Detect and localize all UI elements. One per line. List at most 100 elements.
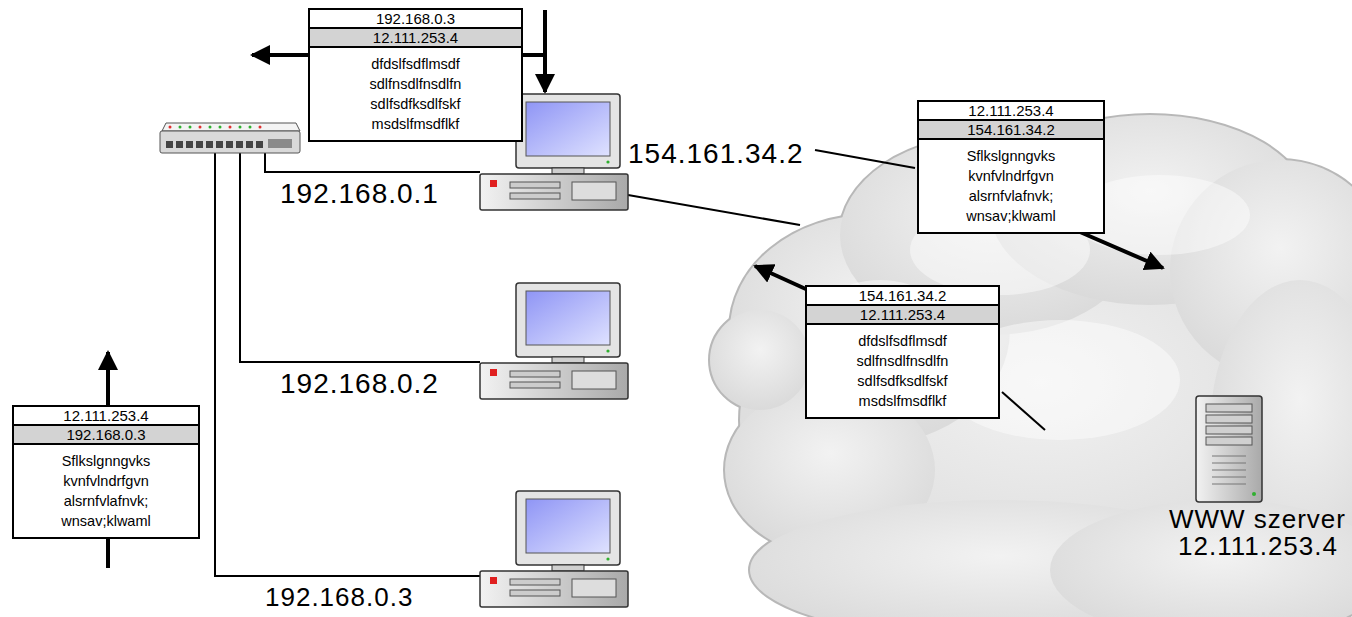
drawing-part (160, 131, 300, 153)
drawing-part (1212, 470, 1246, 471)
destination-address: 192.168.0.3 (310, 10, 521, 29)
drawing-part (226, 141, 233, 148)
computer (480, 491, 628, 607)
drawing-part (510, 182, 560, 188)
drawing-part (1196, 396, 1262, 502)
drawing-part (1002, 392, 1045, 430)
packet-arrows (108, 10, 1163, 568)
drawing-part (206, 141, 213, 148)
drawing-part (480, 571, 628, 607)
packet-box: 12.111.253.4192.168.0.3Sflkslgnngvks kvn… (12, 405, 200, 539)
drawing-part (1206, 404, 1252, 412)
source-address: 192.168.0.3 (14, 426, 198, 445)
drawing-part (176, 141, 183, 148)
drawing-part (1212, 484, 1246, 485)
drawing-part (1212, 477, 1246, 478)
ip-address: 154.161.34.2 (628, 140, 804, 168)
internet-cloud (710, 115, 1352, 617)
drawing-part (543, 10, 547, 92)
drawing-part (552, 168, 584, 174)
drawing-part (526, 291, 610, 345)
drawing-part (510, 382, 560, 388)
source-address: 12.111.253.4 (310, 29, 521, 48)
destination-address: 12.111.253.4 (14, 407, 198, 426)
drawing-part (246, 141, 253, 148)
packet-box: 154.161.34.212.111.253.4dfdslfsdflmsdf s… (805, 285, 1000, 419)
drawing-part (510, 579, 560, 585)
drawing-part (572, 371, 616, 389)
drawing-part (215, 150, 480, 576)
drawing-part (166, 141, 173, 148)
drawing-part (490, 180, 497, 187)
packet-box: 12.111.253.4154.161.34.2Sflkslgnngvks kv… (917, 100, 1105, 234)
drawing-part (179, 126, 182, 129)
drawing-part (1206, 437, 1252, 445)
destination-address: 154.161.34.2 (807, 287, 998, 306)
drawing-part (219, 126, 222, 129)
drawing-part (606, 349, 609, 352)
source-address: 12.111.253.4 (807, 306, 998, 325)
drawing-part (572, 579, 616, 597)
drawing-part (628, 195, 800, 225)
drawing-part (516, 283, 620, 357)
drawing-part (710, 310, 810, 410)
drawing-part (216, 141, 223, 148)
source-address: 154.161.34.2 (919, 121, 1103, 140)
drawing-part (1080, 232, 1163, 268)
drawing-part (490, 369, 497, 376)
drawing-part (249, 126, 252, 129)
packet-payload: dfdslfsdflmsdf sdlfnsdlfnsdlfn sdlfsdfks… (853, 325, 953, 417)
drawing-part (209, 126, 212, 129)
drawing-part (1050, 500, 1352, 617)
drawing-part (552, 565, 584, 571)
drawing-part (815, 150, 915, 168)
packet-payload: dfdslfsdflmsdf sdlfnsdlfnsdlfn sdlfsdfks… (366, 48, 466, 140)
drawing-part (229, 126, 232, 129)
drawing-part (606, 557, 609, 560)
www-server (1196, 396, 1262, 502)
destination-address: 12.111.253.4 (919, 102, 1103, 121)
drawing-part (169, 126, 172, 129)
drawing-part (526, 499, 610, 553)
drawing-part (480, 363, 628, 399)
drawing-part (710, 310, 810, 410)
drawing-part (196, 141, 203, 148)
drawing-part (259, 126, 262, 129)
drawing-part (1206, 426, 1252, 434)
drawing-part (268, 139, 292, 148)
drawing-part (572, 182, 616, 200)
ip-address: 192.168.0.3 (265, 584, 413, 610)
ip-address: 12.111.253.4 (1178, 533, 1338, 559)
ip-address: 192.168.0.2 (280, 370, 439, 398)
drawing-part (510, 371, 560, 377)
drawing-part (1252, 492, 1256, 496)
drawing-part (552, 357, 584, 363)
drawing-part (1212, 456, 1246, 457)
drawing-part (240, 150, 480, 362)
server-name: WWW szerver (1169, 506, 1346, 532)
network-switch (160, 123, 300, 153)
drawing-part (516, 491, 620, 565)
drawing-part (516, 94, 620, 168)
drawing-part (510, 590, 560, 596)
drawing-part (1206, 415, 1252, 423)
drawing-part (162, 123, 300, 131)
drawing-part (526, 102, 610, 156)
drawing-part (239, 126, 242, 129)
drawing-part (1212, 463, 1246, 464)
drawing-part (189, 126, 192, 129)
packet-box: 192.168.0.312.111.253.4dfdslfsdflmsdf sd… (308, 8, 523, 142)
drawing-part (186, 141, 193, 148)
drawing-part (606, 160, 609, 163)
drawing-part (199, 126, 202, 129)
drawing-part (480, 174, 628, 210)
computer (480, 283, 628, 399)
drawing-part (236, 141, 243, 148)
packet-payload: Sflkslgnngvks kvnfvlndrfgvn alsrnfvlafnv… (962, 140, 1059, 232)
drawing-part (510, 193, 560, 199)
drawing-part (490, 577, 497, 584)
drawing-part (256, 141, 263, 148)
ip-address: 192.168.0.1 (280, 180, 439, 208)
